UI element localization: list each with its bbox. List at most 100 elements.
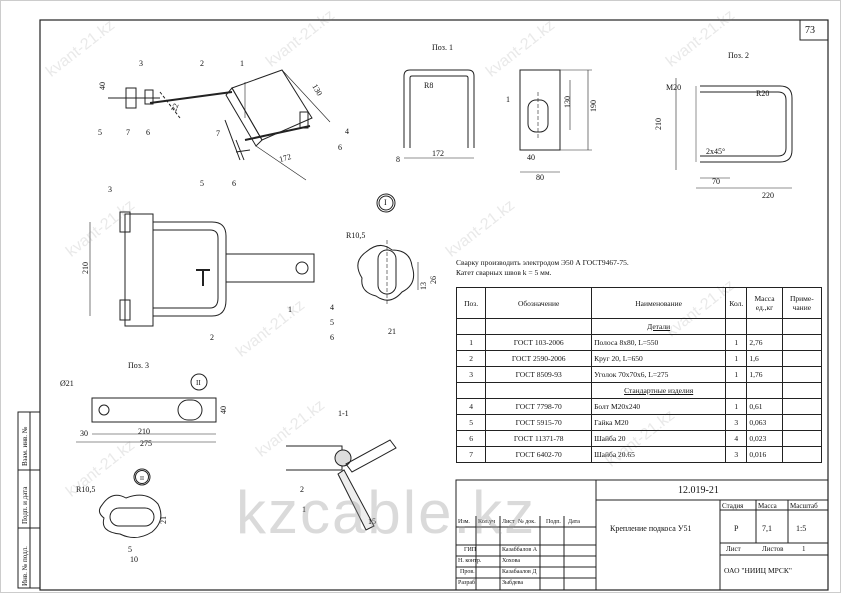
cell-designation: ГОСТ 8509-93 — [485, 366, 593, 383]
cell-mass: 0,016 — [746, 446, 783, 463]
watermark-large: kzcable.kz — [236, 479, 537, 546]
sig-col-header: Кол.уч — [478, 519, 496, 525]
stage-value: Р — [734, 524, 739, 533]
section-details: Детали — [591, 318, 727, 335]
sig-col-header: Дата — [568, 519, 580, 525]
table-row: 5 ГОСТ 5915-70 Гайка М20 3 0,063 — [455, 414, 823, 431]
spec-header-row: Поз. Обозначение Наименование Кол. Масса… — [455, 287, 823, 319]
cell-mass: 1,6 — [746, 350, 783, 367]
side-col-replace: Взам. инв. № — [21, 426, 29, 466]
cell-pos: 3 — [455, 366, 487, 383]
cell-designation: ГОСТ 2590-2006 — [485, 350, 593, 367]
cell-pos: 6 — [455, 430, 487, 447]
sig-role: Н. контр. — [458, 558, 482, 564]
pos2-title: Поз. 2 — [728, 51, 749, 60]
sig-role: ГИП — [464, 547, 477, 553]
svg-text:26: 26 — [429, 276, 438, 284]
cell-name: Шайба 20 — [591, 430, 727, 447]
cell-designation: ГОСТ 6402-70 — [485, 446, 593, 463]
svg-text:172: 172 — [432, 149, 444, 158]
drawing-title: Крепление подкоса У51 — [610, 524, 692, 533]
cell-designation: ГОСТ 11371-78 — [485, 430, 593, 447]
table-row: 3 ГОСТ 8509-93 Уголок 70х70х6, L=275 1 1… — [455, 366, 823, 383]
scale-value: 1:5 — [796, 524, 807, 533]
svg-text:210: 210 — [138, 427, 150, 436]
cell-qty: 1 — [725, 334, 748, 351]
svg-text:R20: R20 — [756, 89, 769, 98]
svg-text:6: 6 — [338, 143, 342, 152]
callout-I: I — [384, 198, 387, 207]
cell-name: Полоса 8х80, L=550 — [591, 334, 727, 351]
sig-col-header: Изм. — [458, 519, 470, 525]
svg-text:5: 5 — [128, 545, 132, 554]
svg-text:6: 6 — [146, 128, 150, 137]
svg-text:4: 4 — [330, 303, 334, 312]
svg-text:6: 6 — [330, 333, 334, 342]
detail-II-view — [98, 468, 162, 538]
section-standard: Стандартные изделия — [591, 382, 727, 399]
detail-I-view — [357, 240, 419, 304]
svg-text:21: 21 — [388, 327, 396, 336]
svg-text:80: 80 — [536, 173, 544, 182]
svg-text:1: 1 — [240, 59, 244, 68]
svg-text:22: 22 — [169, 102, 180, 113]
sig-col-header: Подп. — [546, 519, 561, 525]
table-row: 2 ГОСТ 2590-2006 Круг 20, L=650 1 1,6 — [455, 350, 823, 367]
cell-name: Круг 20, L=650 — [591, 350, 727, 367]
col-qty: Кол. — [725, 287, 748, 319]
cell-pos: 2 — [455, 350, 487, 367]
cell-name: Гайка М20 — [591, 414, 727, 431]
svg-text:210: 210 — [81, 262, 90, 274]
svg-text:10: 10 — [130, 555, 138, 564]
front-view — [89, 211, 315, 327]
svg-text:70: 70 — [712, 177, 720, 186]
sheet-frame — [39, 19, 829, 591]
cell-qty: 3 — [725, 446, 748, 463]
pos3-title: Поз. 3 — [128, 361, 149, 370]
table-row: 6 ГОСТ 11371-78 Шайба 20 4 0,023 — [455, 430, 823, 447]
col-mass: Масса ед.,кг — [746, 287, 783, 319]
pos1-title: Поз. 1 — [432, 43, 453, 52]
sig-name: Казабаалов Д — [502, 569, 537, 575]
svg-text:R10,5: R10,5 — [76, 485, 95, 494]
table-row: 7 ГОСТ 6402-70 Шайба 20.65 3 0,016 — [455, 446, 823, 463]
svg-text:40: 40 — [219, 406, 228, 414]
svg-text:R8: R8 — [424, 81, 433, 90]
svg-text:3: 3 — [139, 59, 143, 68]
table-row: 1 ГОСТ 103-2006 Полоса 8х80, L=550 1 2,7… — [455, 334, 823, 351]
svg-text:Ø21: Ø21 — [60, 379, 74, 388]
callout-II-pos3: II — [196, 379, 201, 387]
weld-note-2: Катет сварных швов k = 5 мм. — [456, 268, 552, 277]
svg-text:275: 275 — [140, 439, 152, 448]
cell-designation: ГОСТ 5915-70 — [485, 414, 593, 431]
stage-header: Стадия — [722, 502, 744, 510]
svg-text:2: 2 — [210, 333, 214, 342]
cell-mass: 0,023 — [746, 430, 783, 447]
cell-pos: 5 — [455, 414, 487, 431]
svg-text:40: 40 — [98, 82, 107, 90]
svg-text:130: 130 — [563, 96, 572, 108]
sheets-label: Листов — [762, 545, 784, 553]
cell-name: Уголок 70х70х6, L=275 — [591, 366, 727, 383]
svg-text:2: 2 — [300, 485, 304, 494]
cell-qty: 4 — [725, 430, 748, 447]
svg-text:5: 5 — [98, 128, 102, 137]
svg-text:II: II — [140, 476, 144, 482]
svg-text:5: 5 — [200, 179, 204, 188]
col-pos: Поз. — [455, 287, 487, 319]
svg-text:M20: M20 — [666, 83, 681, 92]
sheet-label: Лист — [726, 545, 741, 553]
svg-text:220: 220 — [762, 191, 774, 200]
svg-text:190: 190 — [589, 100, 598, 112]
svg-text:40: 40 — [527, 153, 535, 162]
svg-text:R10,5: R10,5 — [346, 231, 365, 240]
pos2-view — [675, 78, 793, 189]
cell-pos: 4 — [455, 398, 487, 415]
cell-pos: 1 — [455, 334, 487, 351]
pos3-view — [76, 373, 217, 443]
svg-text:6: 6 — [232, 179, 236, 188]
svg-text:8: 8 — [396, 155, 400, 164]
cell-mass: 2,76 — [746, 334, 783, 351]
svg-text:13: 13 — [419, 282, 428, 290]
